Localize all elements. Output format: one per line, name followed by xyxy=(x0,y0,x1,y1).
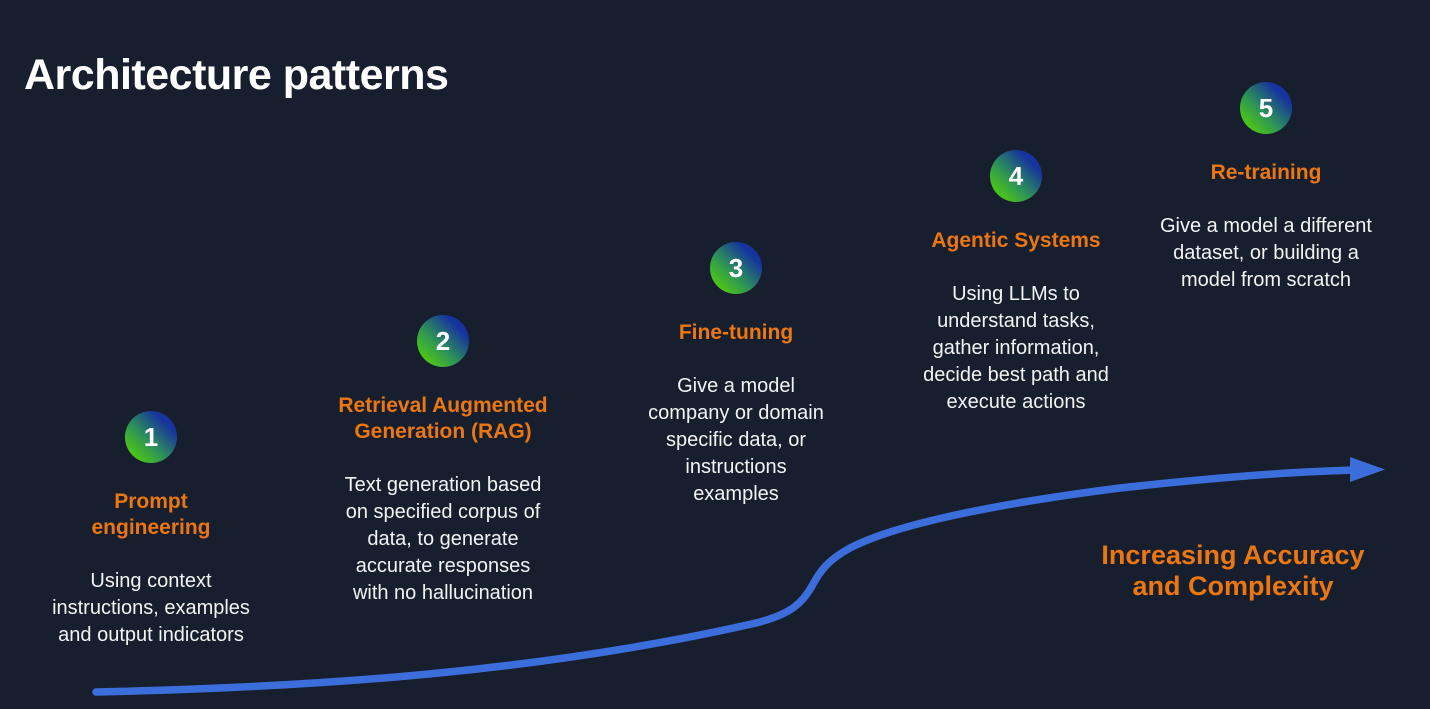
step-number: 4 xyxy=(1008,161,1024,191)
step-1: 1 Prompt engineering Using context instr… xyxy=(16,411,286,649)
step-1-badge: 1 xyxy=(125,411,177,463)
step-description: Using context instructions, examples and… xyxy=(52,570,250,646)
step-heading: Fine-tuning xyxy=(678,321,794,344)
step-5-badge: 5 xyxy=(1240,82,1292,134)
step-heading: Re-training xyxy=(1210,161,1322,184)
step-3: 3 Fine-tuning Give a model company or do… xyxy=(601,242,871,508)
page-title: Architecture patterns xyxy=(24,50,449,99)
step-description: Text generation based on specified corpu… xyxy=(344,474,542,604)
step-description: Using LLMs to understand tasks, gather i… xyxy=(923,283,1109,413)
axis-annotation: Increasing Accuracy and Complexity xyxy=(1101,540,1365,601)
step-number: 2 xyxy=(435,326,451,356)
step-3-badge: 3 xyxy=(710,242,762,294)
step-5: 5 Re-training Give a model a different d… xyxy=(1116,82,1416,294)
step-4: 4 Agentic Systems Using LLMs to understa… xyxy=(866,150,1166,416)
step-heading: Retrieval Augmented Generation (RAG) xyxy=(338,394,548,443)
step-description: Give a model a different dataset, or bui… xyxy=(1160,215,1372,291)
step-number: 5 xyxy=(1258,93,1274,123)
step-number: 1 xyxy=(143,422,159,452)
step-2-badge: 2 xyxy=(417,315,469,367)
step-heading: Agentic Systems xyxy=(931,229,1101,252)
step-description: Give a model company or domain specific … xyxy=(648,375,824,505)
step-heading: Prompt engineering xyxy=(91,490,211,539)
step-4-badge: 4 xyxy=(990,150,1042,202)
step-2: 2 Retrieval Augmented Generation (RAG) T… xyxy=(283,315,603,607)
step-number: 3 xyxy=(728,253,744,283)
